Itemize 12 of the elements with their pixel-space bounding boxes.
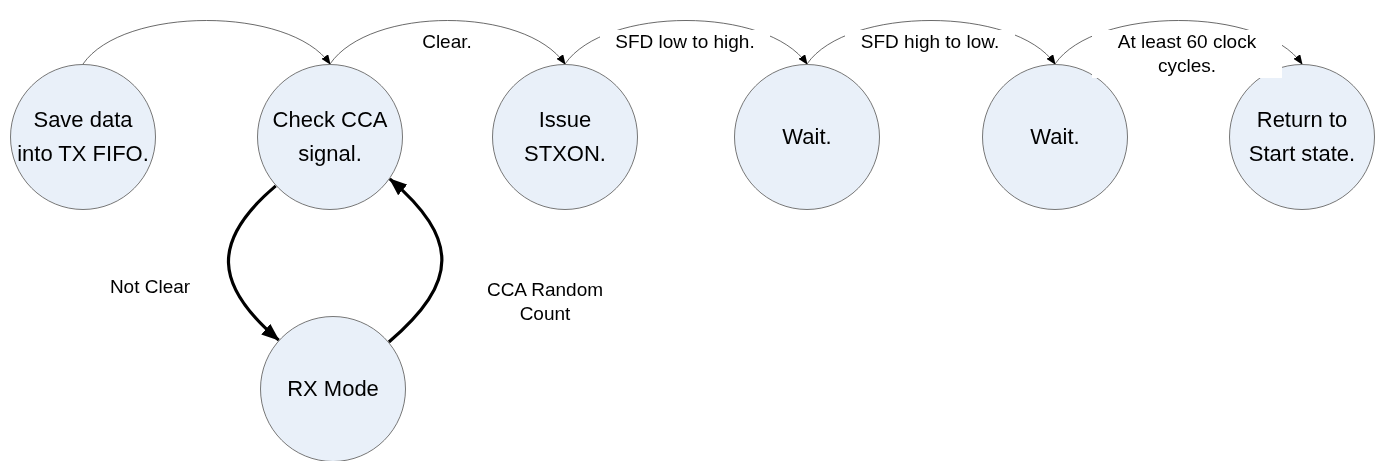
state-label: Wait. <box>781 123 833 151</box>
state-label: Return to Start state. <box>1247 106 1357 168</box>
edge-label: SFD low to high. <box>600 30 770 54</box>
state-label: Check CCA signal. <box>271 106 389 168</box>
edge-label: SFD high to low. <box>845 30 1015 54</box>
state-label: RX Mode <box>286 375 380 403</box>
state-label: Issue STXON. <box>523 106 607 168</box>
arrow <box>387 177 444 344</box>
state-label: Save data into TX FIFO. <box>16 106 150 168</box>
state-label: Wait. <box>1029 123 1081 151</box>
edge-label: At least 60 clock cycles. <box>1092 30 1282 78</box>
arrow <box>226 184 280 342</box>
